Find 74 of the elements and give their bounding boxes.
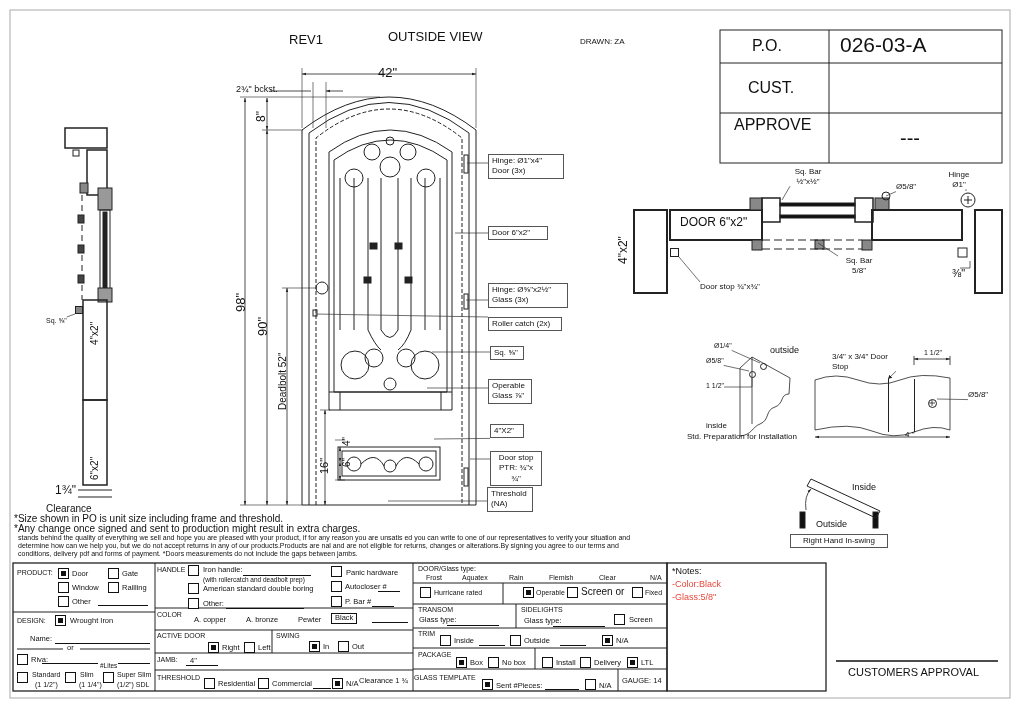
callout-text: Ø5/8" (968, 390, 989, 400)
leader-line (936, 398, 969, 400)
signature-label: CUSTOMERS APPROVAL (848, 666, 980, 679)
title-block-text: P.O. (752, 37, 782, 56)
leader-line (817, 242, 839, 257)
leader-line (314, 313, 489, 318)
title-block-text: CUST. (748, 79, 795, 98)
dimension-text: 1¾" (55, 484, 76, 498)
side-label: Outside (816, 519, 848, 530)
drawing-caption: Std. Preparation for Installation (687, 432, 797, 442)
leader-line (781, 185, 791, 201)
part-label: 4"x2" (617, 236, 631, 264)
leader-line (466, 162, 489, 164)
leader-line (723, 365, 750, 372)
leader-line (731, 350, 761, 364)
callout-text: 3/4" x 3/4" Door Stop (832, 352, 896, 372)
callout-box: Roller catch (2x) (488, 317, 562, 332)
dimension-text: 98" (234, 292, 249, 312)
notes-heading: *Notes: (672, 566, 702, 577)
callout-box: Door stop PTR: ¾"x ¾" (490, 451, 542, 487)
callout-box: 4"X2" (490, 424, 524, 439)
leader-line (433, 438, 491, 440)
callout-box: Sq. ⅝" (490, 346, 524, 361)
leader-line (426, 387, 489, 389)
callout-box: Threshold (NA) (487, 487, 533, 512)
leader-line (723, 377, 753, 388)
callout-box: Hinge: Ø1"x4" Door (3x) (488, 154, 564, 179)
callout-text: Sq. Bar 5/8" (838, 256, 880, 276)
square-bar-part (670, 248, 679, 257)
dimension-text: 6"x2" (89, 456, 101, 480)
callout-box: Hinge: Ø⅝"x2½" Glass (3x) (488, 283, 568, 308)
dimension-text: 2¾" bckst. (236, 84, 278, 95)
dimension-text: 4"x2" (89, 321, 101, 345)
dimension-text: 90" (256, 316, 271, 336)
dimension-text: 6" (341, 457, 353, 467)
dimension-text: 8" (255, 111, 269, 122)
leader-line (66, 313, 76, 318)
callout-text: Sq. Bar ½"x½" (790, 167, 826, 187)
leader-line (465, 299, 489, 301)
leader-line (885, 191, 897, 197)
square-bar-part (75, 306, 83, 314)
side-label: outside (770, 345, 800, 356)
callout-box: Operable Glass ⅞" (488, 379, 532, 404)
dimension-text: Deadbolt 52" (277, 352, 289, 410)
drawn-by-text: DRAWN: ZA (580, 37, 625, 47)
title-block-text: APPROVE (734, 116, 812, 135)
leader-line (454, 232, 489, 234)
leader-line (431, 351, 491, 353)
side-label: inside (706, 421, 727, 431)
callout-box: Right Hand In-swing (790, 534, 888, 549)
leader-line (965, 188, 967, 192)
callout-box: Door 6"x2" (488, 226, 548, 241)
leader-line (469, 458, 491, 460)
dimension-text: 4 " (905, 430, 915, 440)
title-block-text: --- (900, 127, 920, 150)
dimension-text: Clearance (46, 503, 92, 514)
dimension-text: 16" (318, 457, 331, 474)
part-label: DOOR 6"x2" (680, 216, 748, 230)
view-title: OUTSIDE VIEW (388, 29, 483, 44)
revision-text: REV1 (289, 33, 323, 48)
dimension-text: 42" (378, 66, 398, 81)
door-stop-strip (888, 379, 915, 432)
leader-line (387, 500, 488, 502)
dimension-text: 4" (341, 436, 353, 446)
callout-text: Ø5/8" (896, 182, 917, 192)
callout-text: Door stop ¾"x¾" (700, 282, 760, 292)
note-item: -Color:Black (672, 579, 721, 590)
note-item: -Glass:5/8" (672, 592, 717, 603)
callout-text: Hinge Ø1" (944, 170, 974, 190)
title-block-text: 026-03-A (840, 33, 927, 58)
side-label: Inside (852, 482, 877, 493)
dimension-text: ⅜" (952, 267, 966, 280)
form-label: Screen or (581, 586, 625, 598)
note-text: *Size shown in PO is unit size including frame and threshold. (14, 513, 284, 525)
